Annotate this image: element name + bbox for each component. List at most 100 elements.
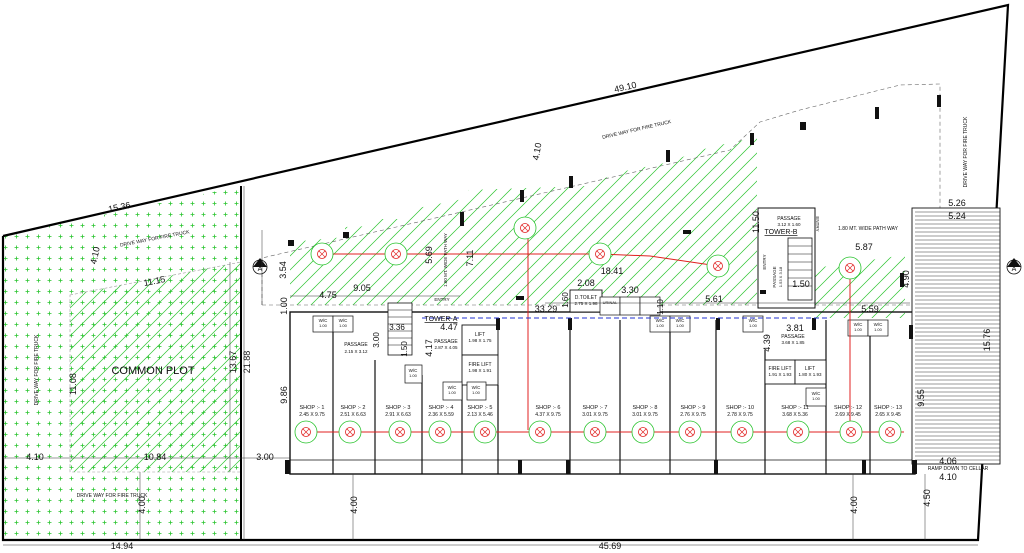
dim-711: 7.11 xyxy=(465,250,475,267)
tower-a-label: TOWER-A xyxy=(425,316,458,323)
tree-symbol xyxy=(388,420,412,444)
stair-b xyxy=(787,237,813,301)
wc-label: W/C xyxy=(749,318,758,323)
tree-symbol xyxy=(631,420,655,444)
section-marker-left-label: A xyxy=(258,266,263,273)
urinal-label: URINAL xyxy=(603,300,618,305)
passage-4-name: PASSAGE xyxy=(772,266,777,287)
fire-lift-a-name: FIRE LIFT xyxy=(468,362,491,368)
shop-size: 2.76 X 9.75 xyxy=(680,412,706,418)
dim-setback-gap: 3.00 xyxy=(256,452,274,462)
tree-symbol xyxy=(678,420,702,444)
tree-symbol xyxy=(839,420,863,444)
section-marker-right-label: A xyxy=(1012,266,1017,273)
passage-left-name: PASSAGE xyxy=(344,342,368,348)
dim-3329: 33.29 xyxy=(535,304,558,314)
ramp-label: RAMP DOWN TO CELLAR xyxy=(928,466,989,472)
drive-way-right-label: DRIVE WAY FOR FIRE TRUCK xyxy=(963,116,969,187)
tree-symbol xyxy=(878,420,902,444)
tree-symbol xyxy=(588,242,612,266)
wc-label: W/C xyxy=(656,318,665,323)
shop-size: 4.37 X 9.75 xyxy=(535,412,561,418)
dim-587: 5.87 xyxy=(855,242,873,252)
setback-dashed xyxy=(261,83,941,305)
wc-size: 1.00 xyxy=(448,390,457,395)
wc-label: W/C xyxy=(448,385,457,390)
entry-3-label: ENTRY xyxy=(815,216,820,231)
dim-open-space-1: 4.75 xyxy=(319,290,337,300)
common-plot-label: COMMON PLOT xyxy=(111,365,194,377)
shop-size: 2.36 X 5.59 xyxy=(428,412,454,418)
dim-side-1: 3.54 xyxy=(278,261,288,279)
shop-size: 2.69 X 9.45 xyxy=(835,412,861,418)
passage-3-size: 3.12 X 1.60 xyxy=(777,222,801,227)
tree-symbol xyxy=(384,242,408,266)
dim-330: 3.30 xyxy=(621,285,639,295)
shop-size: 3.68 X 5.36 xyxy=(782,412,808,418)
tower-b-label: TOWER-B xyxy=(765,229,798,236)
d-toilet-name: D.TOILET xyxy=(575,295,597,301)
wc-size: 1.00 xyxy=(409,373,418,378)
trees xyxy=(294,216,902,444)
passage-1-name: PASSAGE xyxy=(434,339,458,345)
dim-bottom-margin-left: 4.00 xyxy=(137,496,147,514)
lift-b xyxy=(794,359,827,385)
shop-size: 2.91 X 6.63 xyxy=(385,412,411,418)
wc-size: 1.00 xyxy=(812,396,821,401)
wc-size: 1.00 xyxy=(656,323,665,328)
path-way-1-label: 1.80 MT. WIDE PATH WAY xyxy=(443,233,448,287)
common-plot-area xyxy=(69,261,242,473)
shop-name: SHOP :- 9 xyxy=(681,405,706,411)
wc-label: W/C xyxy=(339,318,348,323)
dim-plot-width: 11.15 xyxy=(143,274,166,288)
dim-bottom-margin-mid: 4.00 xyxy=(349,496,359,514)
dim-381: 3.81 xyxy=(786,323,804,333)
wc-size: 1.00 xyxy=(472,390,481,395)
dim-208: 2.08 xyxy=(577,278,595,288)
tree-symbol xyxy=(786,420,810,444)
fire-lift-a xyxy=(461,354,499,386)
dim-right-bottom: 4.06 xyxy=(939,456,957,466)
ramp-lines xyxy=(915,211,1000,461)
wc-label: W/C xyxy=(472,385,481,390)
dim-1841: 18.41 xyxy=(601,266,624,276)
shop-name: SHOP :- 2 xyxy=(341,405,366,411)
passage-left-size: 2.15 X 3.12 xyxy=(344,349,368,354)
dim-left-plot-height: 21.88 xyxy=(242,351,252,374)
fire-lift-a-size: 1.98 X 1.91 xyxy=(468,368,492,373)
dim-447: 4.47 xyxy=(440,322,458,332)
dim-569: 5.69 xyxy=(424,246,434,264)
shop-name: SHOP :- 12 xyxy=(834,405,862,411)
dim-left-top-edge: 15.36 xyxy=(107,200,131,214)
passage-2-name: PASSAGE xyxy=(781,334,805,340)
shop-name: SHOP :- 4 xyxy=(429,405,454,411)
dim-561: 5.61 xyxy=(705,294,723,304)
dim-path-1: 1.00 xyxy=(279,297,289,315)
fire-lift-b-name: FIRE LIFT xyxy=(768,366,791,372)
wc-label: W/C xyxy=(409,368,418,373)
shop-size: 2.78 X 9.75 xyxy=(727,412,753,418)
shop-size: 2.13 X 5.46 xyxy=(467,412,493,418)
wc-labels: W/C 1.00 W/C 1.00 W/C 1.00 W/C 1.00 W/C … xyxy=(319,318,883,401)
section-marker-right: A xyxy=(1006,258,1022,275)
dim-559: 5.59 xyxy=(861,304,879,314)
dim-inner-plot-height: 13.67 xyxy=(228,351,238,374)
dim-bottom-margin-right: 4.00 xyxy=(849,496,859,514)
dim-bottom-main: 45.69 xyxy=(599,541,622,551)
dim-right-side: 9.55 xyxy=(916,389,926,407)
shop-name: SHOP :- 13 xyxy=(874,405,902,411)
dim-110: 1.10 xyxy=(656,299,665,315)
wc-size: 1.00 xyxy=(339,323,348,328)
d-toilet-size: 2.75 X 1.98 xyxy=(574,301,598,306)
drive-way-top-label: DRIVE WAY FOR FIRE TRUCK xyxy=(602,119,673,141)
dim-336: 3.36 xyxy=(389,323,405,332)
tree-symbol xyxy=(294,420,318,444)
fire-lift-b-size: 1.91 X 1.93 xyxy=(768,372,792,377)
wc-size: 1.00 xyxy=(749,323,758,328)
column-marks xyxy=(285,95,941,474)
passage-3-name: PASSAGE xyxy=(777,216,801,222)
lift-a-size: 1.98 X 1.75 xyxy=(468,338,492,343)
dim-439: 4.39 xyxy=(762,334,772,352)
tree-symbol xyxy=(473,420,497,444)
